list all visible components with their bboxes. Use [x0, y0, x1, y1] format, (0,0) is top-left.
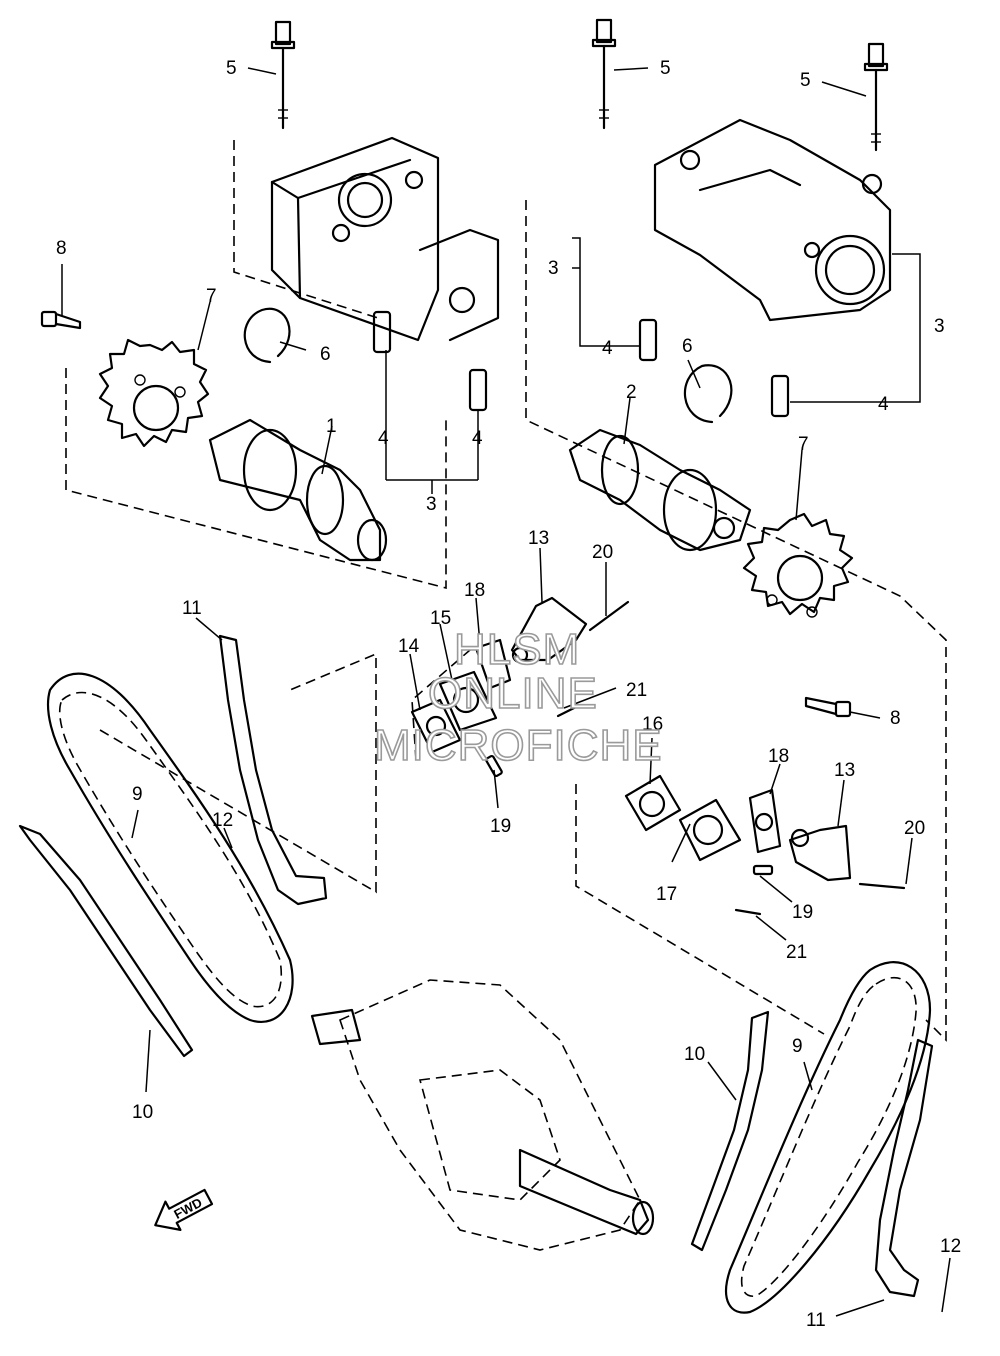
circlips-6 [243, 307, 733, 424]
tensioner-13-lower [788, 824, 852, 882]
watermark-line-1: HLSM [454, 625, 580, 674]
callout-15: 15 [430, 608, 451, 629]
tensioner-13-upper [510, 596, 588, 664]
callout-18: 18 [464, 580, 485, 601]
callout-17: 17 [656, 884, 677, 905]
callout-10: 10 [132, 1102, 153, 1123]
callout-4: 4 [378, 428, 389, 449]
camshaft-2 [568, 428, 752, 552]
camshaft-1 [208, 418, 388, 562]
left-cap-bolt-5 [270, 20, 296, 130]
callout-10: 10 [684, 1044, 705, 1065]
chain-guide-10-right [690, 1010, 770, 1252]
callout-8: 8 [890, 708, 901, 729]
callout-14: 14 [398, 636, 420, 657]
timing-chain-9-right [725, 961, 932, 1314]
watermark-line-3: MICROFICHE [374, 721, 663, 770]
callout-7: 7 [206, 286, 217, 307]
callout-9: 9 [792, 1036, 803, 1057]
chain-guide-11-right [874, 1038, 934, 1298]
watermark: HLSM ONLINE MICROFICHE [373, 624, 663, 771]
right-camshaft-cap [653, 118, 892, 322]
forward-direction-arrow: FWD [154, 1188, 214, 1231]
callout-4: 4 [602, 338, 613, 359]
callout-11: 11 [806, 1310, 826, 1331]
callout-12: 12 [212, 810, 233, 831]
watermark-line-2: ONLINE [428, 669, 598, 718]
callout-12: 12 [940, 1236, 961, 1257]
callout-5: 5 [800, 70, 811, 91]
chain-guide-10-left [18, 824, 194, 1058]
sprocket-bolts-8 [40, 310, 852, 718]
callout-19: 19 [792, 902, 813, 923]
chain-guide-11-left [218, 634, 328, 906]
callout-5: 5 [660, 58, 671, 79]
callout-labels: 1 2 3 3 3 4 4 4 4 5 5 5 6 6 7 7 8 8 9 9 … [56, 58, 961, 1331]
callout-6: 6 [320, 344, 331, 365]
callout-9: 9 [132, 784, 143, 805]
callout-7: 7 [798, 434, 809, 455]
callout-20: 20 [904, 818, 925, 839]
callout-19: 19 [490, 816, 511, 837]
right-cap-bolt-5a [591, 18, 617, 130]
callout-21: 21 [626, 680, 647, 701]
gaskets-14-15-16-17-18 [410, 638, 782, 862]
callout-21: 21 [786, 942, 807, 963]
callout-3: 3 [548, 258, 559, 279]
callout-11: 11 [182, 598, 202, 619]
callout-20: 20 [592, 542, 613, 563]
right-cam-sprocket-7 [742, 512, 854, 618]
callout-3: 3 [426, 494, 437, 515]
callout-8: 8 [56, 238, 67, 259]
timing-chain-9-left [46, 672, 294, 1023]
left-camshaft-cap [270, 136, 500, 342]
callout-13: 13 [834, 760, 855, 781]
callout-16: 16 [642, 714, 663, 735]
leader-lines [61, 67, 951, 1317]
callout-6: 6 [682, 336, 693, 357]
callout-4: 4 [472, 428, 483, 449]
callout-18: 18 [768, 746, 789, 767]
crankshaft-phantom [310, 979, 655, 1251]
pins-screws-19-20-21 [485, 600, 906, 916]
assembly-reference-lines [65, 140, 947, 1042]
right-cap-bolt-5b [863, 42, 889, 152]
callout-5: 5 [226, 58, 237, 79]
callout-3: 3 [934, 316, 945, 337]
callout-4: 4 [878, 394, 889, 415]
dowel-pins-4 [372, 310, 790, 418]
callout-2: 2 [626, 382, 637, 403]
callout-13: 13 [528, 528, 549, 549]
left-cam-sprocket-7 [98, 338, 210, 448]
callout-1: 1 [326, 416, 337, 437]
